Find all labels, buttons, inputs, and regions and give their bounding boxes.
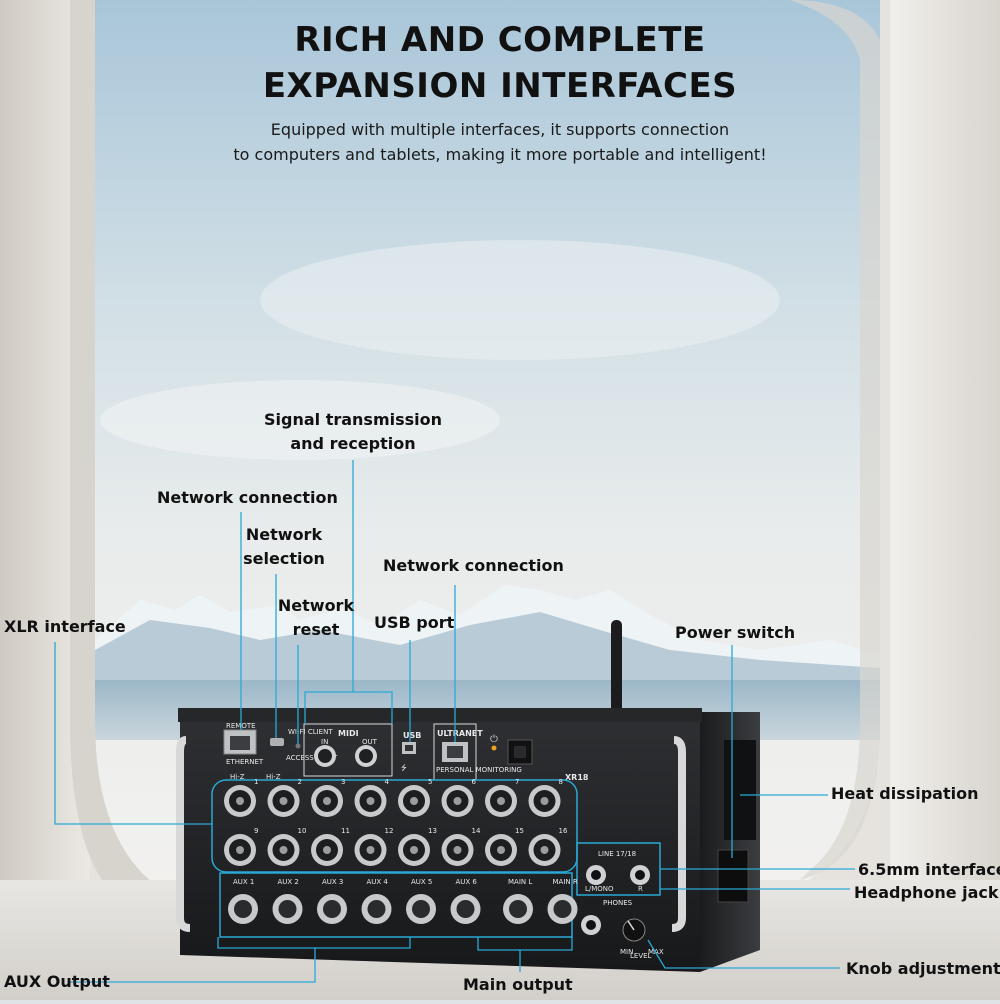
- label-aux4: AUX 4: [367, 878, 389, 886]
- label-ultranet: ULTRANET: [437, 729, 483, 738]
- callout-aux-output: AUX Output: [4, 972, 110, 991]
- xlr-input-3-center: [323, 797, 331, 805]
- headline-line-1: RICH AND COMPLETE: [294, 20, 706, 60]
- xlr-input-15-number: 15: [515, 827, 524, 835]
- callout-network-selection-line-2: selection: [243, 549, 325, 568]
- subtitle-line-1: Equipped with multiple interfaces, it su…: [270, 120, 730, 139]
- label-l-mono: L/MONO: [585, 885, 614, 893]
- xlr-input-9-number: 9: [254, 827, 258, 835]
- xlr-input-1-number: 1: [254, 778, 258, 786]
- label-ethernet: ETHERNET: [226, 758, 264, 766]
- callout-knob-adjustment: Knob adjustment: [846, 959, 1000, 978]
- callout-network-connection-left: Network connection: [157, 488, 338, 507]
- label-aux3: AUX 3: [322, 878, 343, 886]
- xlr-input-3-number: 3: [341, 778, 345, 786]
- xlr-input-5-center: [410, 797, 418, 805]
- callout-network-reset-line-2: reset: [292, 620, 340, 639]
- xlr-input-12-number: 12: [385, 827, 394, 835]
- label-aux1: AUX 1: [233, 878, 254, 886]
- xlr-input-13-center: [410, 846, 418, 854]
- xlr-input-11-center: [323, 846, 331, 854]
- xlr-output-aux1-pins: [234, 900, 252, 918]
- xlr-input-1-center: [236, 797, 244, 805]
- label-aux2: AUX 2: [278, 878, 299, 886]
- xlr-input-5-number: 5: [428, 778, 432, 786]
- callout-usb-port: USB port: [374, 613, 455, 632]
- svg-text:⭍: ⭍: [401, 764, 407, 772]
- label-midi-in: IN: [321, 738, 328, 746]
- xlr-input-4-center: [366, 797, 375, 805]
- xlr-input-8-number: 8: [559, 778, 563, 786]
- callout-signal-line-2: and reception: [290, 434, 416, 453]
- label-model: XR18: [565, 773, 589, 782]
- label-phones: PHONES: [603, 899, 633, 907]
- xlr-output-mainl-pins: [509, 900, 527, 918]
- callout-network-connection-right: Network connection: [383, 556, 564, 575]
- label-hiz-2: Hi-Z: [266, 773, 281, 781]
- headline-line-2: EXPANSION INTERFACES: [262, 66, 738, 106]
- svg-text:⏻: ⏻: [490, 734, 498, 745]
- xlr-output-row: AUX 1 AUX 2 AUX 3 AUX 4 AUX 5 AUX 6 MAIN L MAIN…: [228, 878, 578, 924]
- label-r: R: [638, 885, 643, 893]
- label-mainr: MAIN R: [553, 878, 578, 886]
- label-midi-out: OUT: [362, 738, 378, 746]
- xlr-input-4-number: 4: [385, 778, 390, 786]
- xlr-input-16-number: 16: [559, 827, 568, 835]
- callout-signal-line-1: Signal transmission: [263, 410, 443, 429]
- callout-headphone-jack: Headphone jack: [854, 883, 999, 902]
- callout-6-5mm-interface: 6.5mm interface: [858, 860, 1000, 879]
- xlr-input-10-center: [279, 846, 288, 854]
- label-min: MIN: [620, 948, 633, 956]
- xlr-input-2-number: 2: [298, 778, 302, 786]
- xlr-input-2-center: [279, 797, 288, 805]
- xlr-input-10-number: 10: [298, 827, 307, 835]
- label-line: LINE 17/18: [598, 850, 636, 858]
- xlr-output-mainr-pins: [553, 900, 572, 918]
- xlr-output-aux5-pins: [412, 900, 430, 918]
- xlr-row-bottom: 9 10 11 12 13 14 15 16: [224, 827, 568, 866]
- label-aux5: AUX 5: [411, 878, 432, 886]
- callout-network-selection-line-1: Network: [245, 525, 323, 544]
- callout-leader-lines: [54, 460, 855, 983]
- callout-power-switch: Power switch: [675, 623, 796, 642]
- xlr-input-12-center: [366, 846, 375, 854]
- label-level: LEVEL: [630, 952, 652, 960]
- label-usb: USB: [403, 731, 421, 740]
- xlr-input-16-center: [540, 846, 549, 854]
- xlr-input-6-number: 6: [472, 778, 477, 786]
- callout-heat-dissipation: Heat dissipation: [831, 784, 979, 803]
- label-aux6: AUX 6: [456, 878, 478, 886]
- xlr-input-13-number: 13: [428, 827, 437, 835]
- xlr-input-14-number: 14: [472, 827, 481, 835]
- label-personal-monitoring: PERSONAL MONITORING: [436, 766, 522, 774]
- xlr-row-top: 1 2 3 4 5 6 7 8: [224, 778, 563, 817]
- callout-network-reset-line-1: Network: [277, 596, 355, 615]
- xlr-output-aux6-pins: [456, 900, 475, 918]
- label-midi: MIDI: [338, 729, 359, 738]
- xlr-input-7-center: [497, 797, 505, 805]
- label-wifi-client: WI-FI CLIENT: [288, 728, 333, 736]
- xlr-output-aux4-pins: [367, 900, 386, 918]
- callout-xlr-interface: XLR interface: [4, 617, 126, 636]
- xlr-output-aux2-pins: [278, 900, 297, 918]
- xlr-input-8-center: [540, 797, 549, 805]
- xlr-input-14-center: [453, 846, 462, 854]
- label-access-point: ACCESS POINT: [286, 754, 338, 762]
- xlr-input-15-center: [497, 846, 505, 854]
- xlr-input-11-number: 11: [341, 827, 350, 835]
- label-hiz-1: Hi-Z: [230, 773, 245, 781]
- xlr-input-6-center: [453, 797, 462, 805]
- callout-main-output: Main output: [463, 975, 573, 994]
- xlr-output-aux3-pins: [323, 900, 341, 918]
- subtitle-line-2: to computers and tablets, making it more…: [233, 145, 767, 164]
- xlr-input-7-number: 7: [515, 778, 519, 786]
- xlr-input-9-center: [236, 846, 244, 854]
- label-mainl: MAIN L: [508, 878, 532, 886]
